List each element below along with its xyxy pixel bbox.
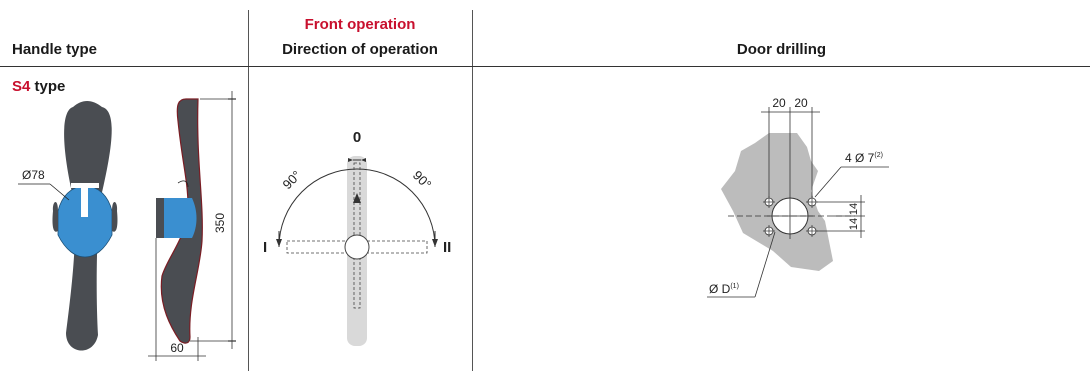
drilling-dim-14-upper: 14 (848, 203, 860, 215)
header-door-drilling: Door drilling (736, 41, 827, 58)
direction-position-II: II (443, 239, 451, 256)
handle-depth-label: 60 (170, 341, 184, 355)
direction-angle-left: 90° (280, 168, 305, 193)
door-cutout-shape (721, 133, 833, 271)
direction-position-I: I (263, 239, 267, 256)
direction-angle-right: 90° (410, 168, 435, 193)
handle-diameter-label: Ø78 (22, 168, 45, 182)
handle-front-view: Ø78 (18, 101, 118, 351)
handle-type-label: S4 type (12, 78, 65, 95)
column-divider-1 (248, 10, 249, 371)
drilling-holes-label: 4 Ø 7(2) (845, 151, 883, 165)
direction-zero-label: 0 (353, 129, 361, 146)
column-divider-2 (472, 10, 473, 371)
header-direction-of-operation: Direction of operation (282, 41, 438, 58)
header-front-operation: Front operation (304, 16, 416, 33)
header-rule (0, 66, 1090, 67)
handle-series-code: S4 (12, 78, 31, 95)
header-handle-type: Handle type (12, 41, 98, 58)
handle-height-label: 350 (213, 213, 227, 233)
direction-diagram: 0 90° 90° I II (263, 129, 451, 346)
drilling-dim-20-a: 20 (772, 96, 786, 110)
handle-type-word: type (34, 78, 66, 95)
drilling-bore-label: Ø D(1) (709, 282, 739, 296)
drilling-dim-20-b: 20 (794, 96, 808, 110)
drilling-dim-14-lower: 14 (848, 218, 860, 230)
handle-side-view: 350 60 (148, 91, 236, 361)
handle-drawing: Ø78 350 60 (18, 91, 236, 361)
door-drilling-diagram: 20 20 4 Ø 7(2) 14 14 Ø D(1) (707, 96, 889, 298)
